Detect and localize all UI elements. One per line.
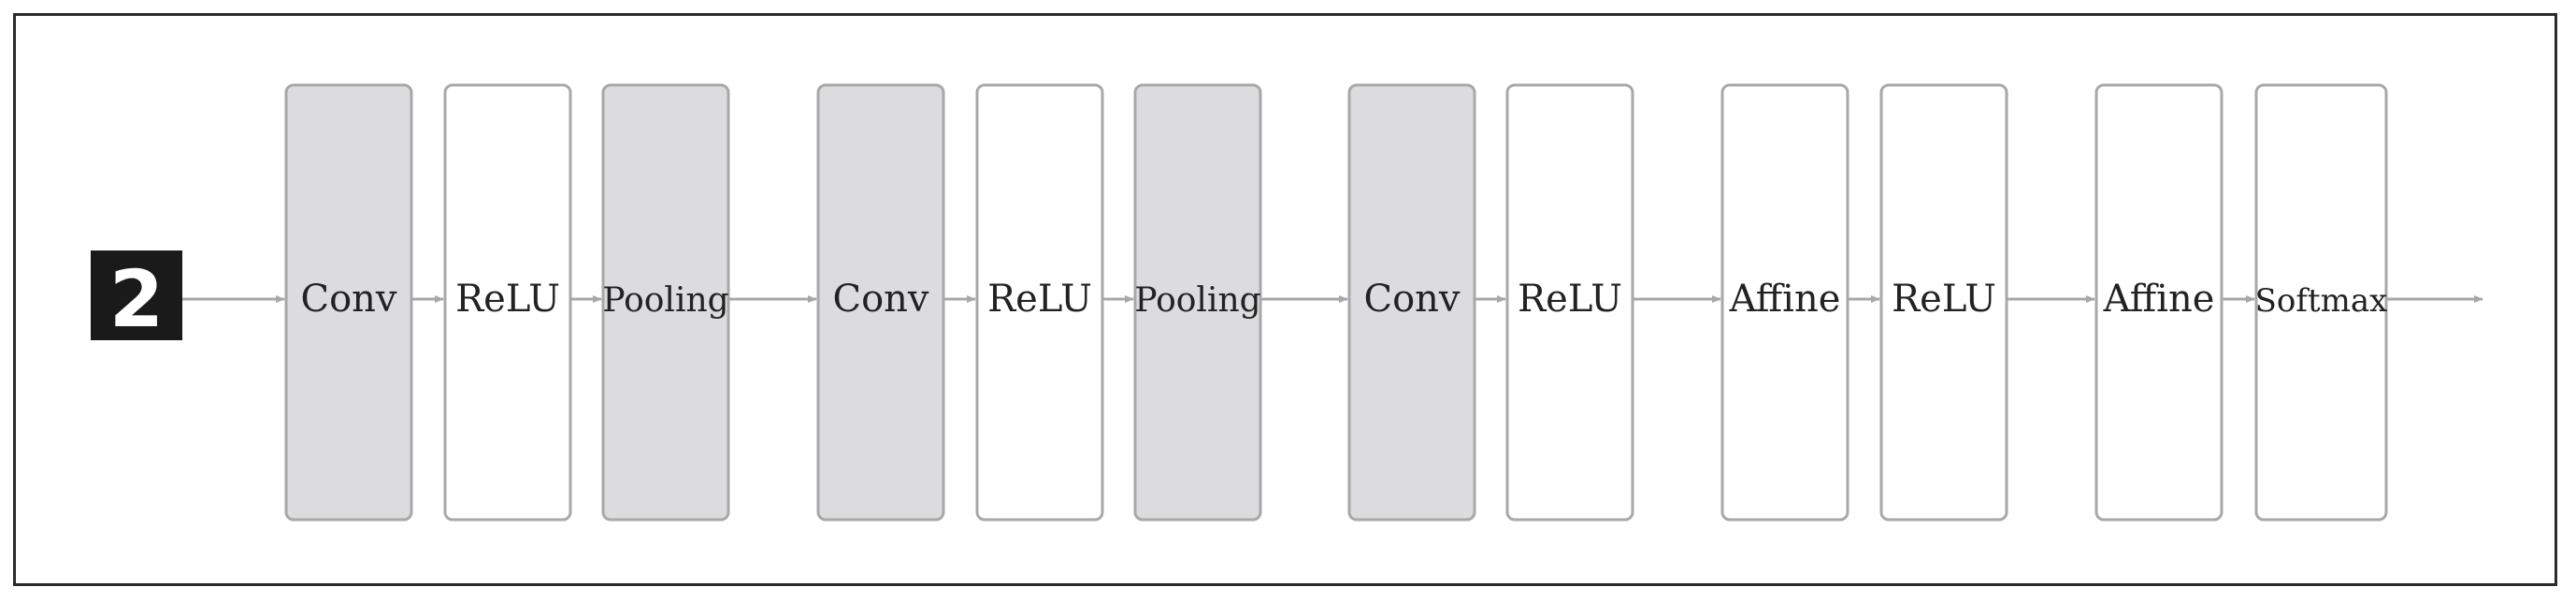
input-image: 2 [91, 250, 182, 345]
layer-relu-10: ReLU [1879, 83, 2008, 522]
layer-box [816, 83, 945, 522]
layer-box [2254, 83, 2388, 522]
layer-softmax-12: Softmax [2254, 83, 2388, 522]
layer-box [1879, 83, 2008, 522]
layer-pooling-6: Pooling [1133, 83, 1262, 522]
layer-affine-9: Affine [1720, 83, 1849, 522]
layer-label: Conv [1363, 278, 1460, 321]
layer-box [1133, 83, 1262, 522]
layer-relu-2: ReLU [443, 83, 572, 522]
layer-label: Conv [832, 278, 928, 321]
layer-relu-5: ReLU [975, 83, 1104, 522]
layer-box [975, 83, 1104, 522]
layer-conv-1: Conv [284, 83, 413, 522]
layer-label: Softmax [2255, 282, 2388, 320]
layer-label: ReLU [987, 278, 1092, 321]
input-digit: 2 [109, 253, 164, 345]
layer-conv-7: Conv [1347, 83, 1476, 522]
input-image-background [91, 250, 182, 340]
layer-label: ReLU [455, 278, 560, 321]
layer-box [284, 83, 413, 522]
layer-label: Pooling [602, 281, 728, 320]
layer-pooling-3: Pooling [601, 83, 730, 522]
layer-affine-11: Affine [2094, 83, 2223, 522]
layer-conv-4: Conv [816, 83, 945, 522]
layer-box [443, 83, 572, 522]
layer-box [1347, 83, 1476, 522]
layer-label: ReLU [1892, 278, 1996, 321]
layer-label: Conv [300, 278, 396, 321]
layer-relu-8: ReLU [1505, 83, 1634, 522]
layer-box [1505, 83, 1634, 522]
layer-label: Affine [1729, 278, 1841, 321]
layer-box [601, 83, 730, 522]
layer-label: ReLU [1518, 278, 1622, 321]
layer-stack: Conv ReLU Pooling Conv ReLU Pooling Conv ReLU Af… [284, 83, 2388, 522]
layer-label: Pooling [1134, 281, 1260, 320]
layer-box [2094, 83, 2223, 522]
layer-box [1720, 83, 1849, 522]
layer-label: Affine [2103, 278, 2215, 321]
